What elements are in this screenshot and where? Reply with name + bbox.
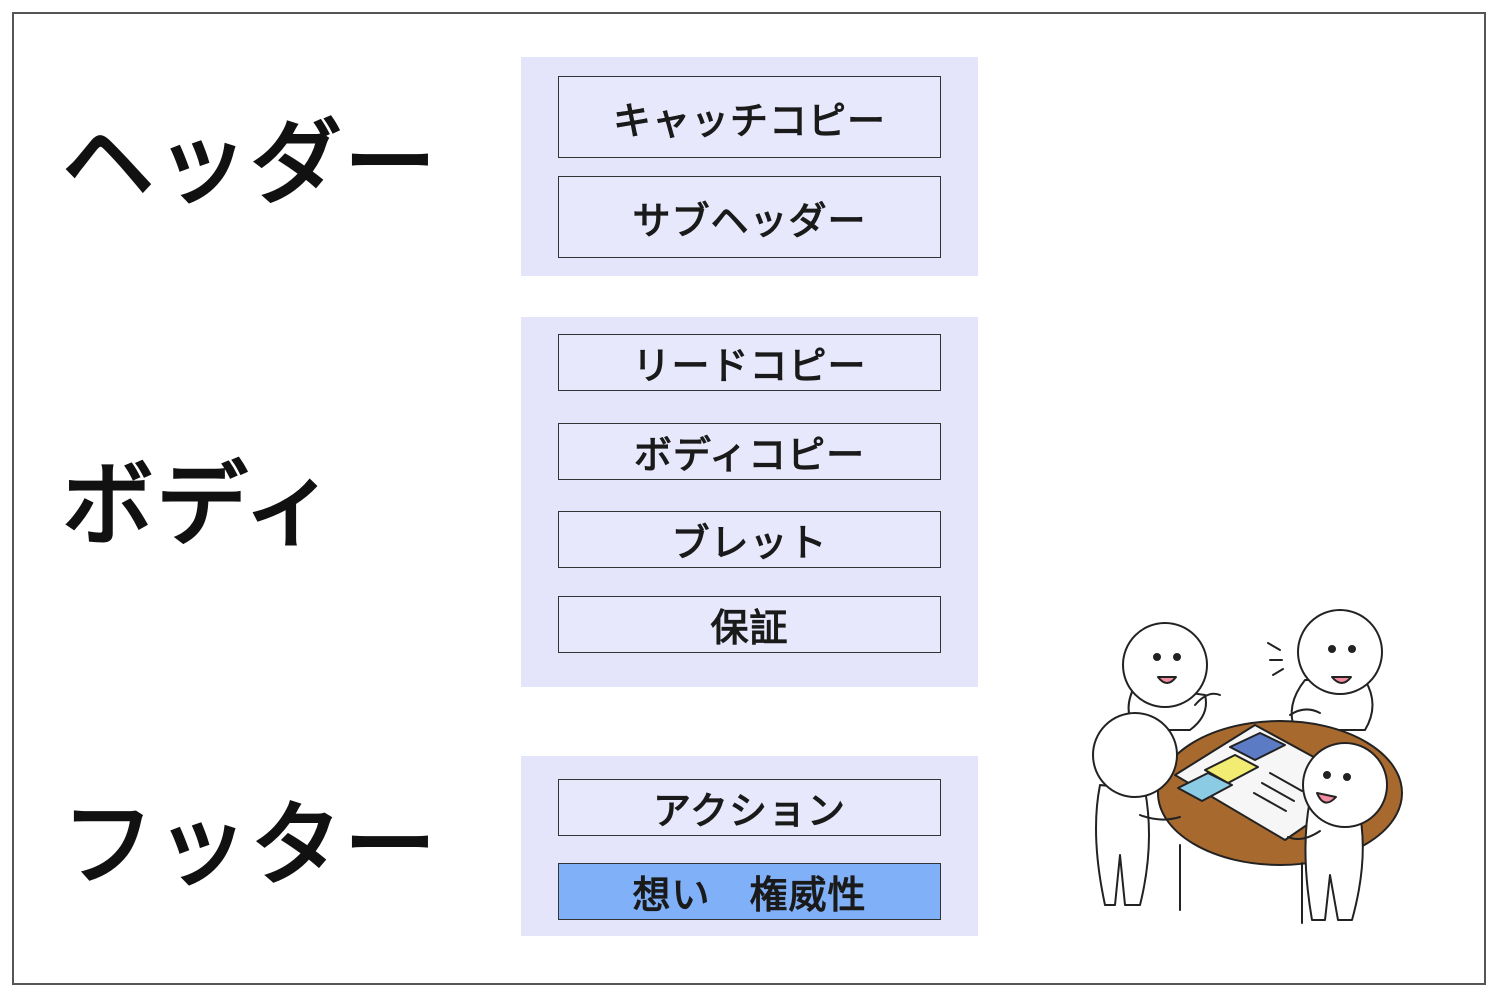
section-label-body: ボディ [62, 452, 338, 559]
section-label-header: ヘッダー [62, 110, 439, 217]
footer-panel: アクション 想い 権威性 [521, 756, 978, 936]
action-box: アクション [558, 779, 941, 836]
subheader-box: サブヘッダー [558, 176, 941, 258]
lead-copy-box: リードコピー [558, 334, 941, 391]
section-label-footer: フッター [62, 792, 439, 899]
catch-copy-box: キャッチコピー [558, 76, 941, 158]
meeting-illustration [1092, 609, 1403, 924]
body-copy-box: ボディコピー [558, 423, 941, 480]
bullet-box: ブレット [558, 511, 941, 568]
body-panel: リードコピー ボディコピー ブレット 保証 [521, 317, 978, 687]
header-panel: キャッチコピー サブヘッダー [521, 57, 978, 276]
belief-authority-box: 想い 権威性 [558, 863, 941, 920]
guarantee-box: 保証 [558, 596, 941, 653]
